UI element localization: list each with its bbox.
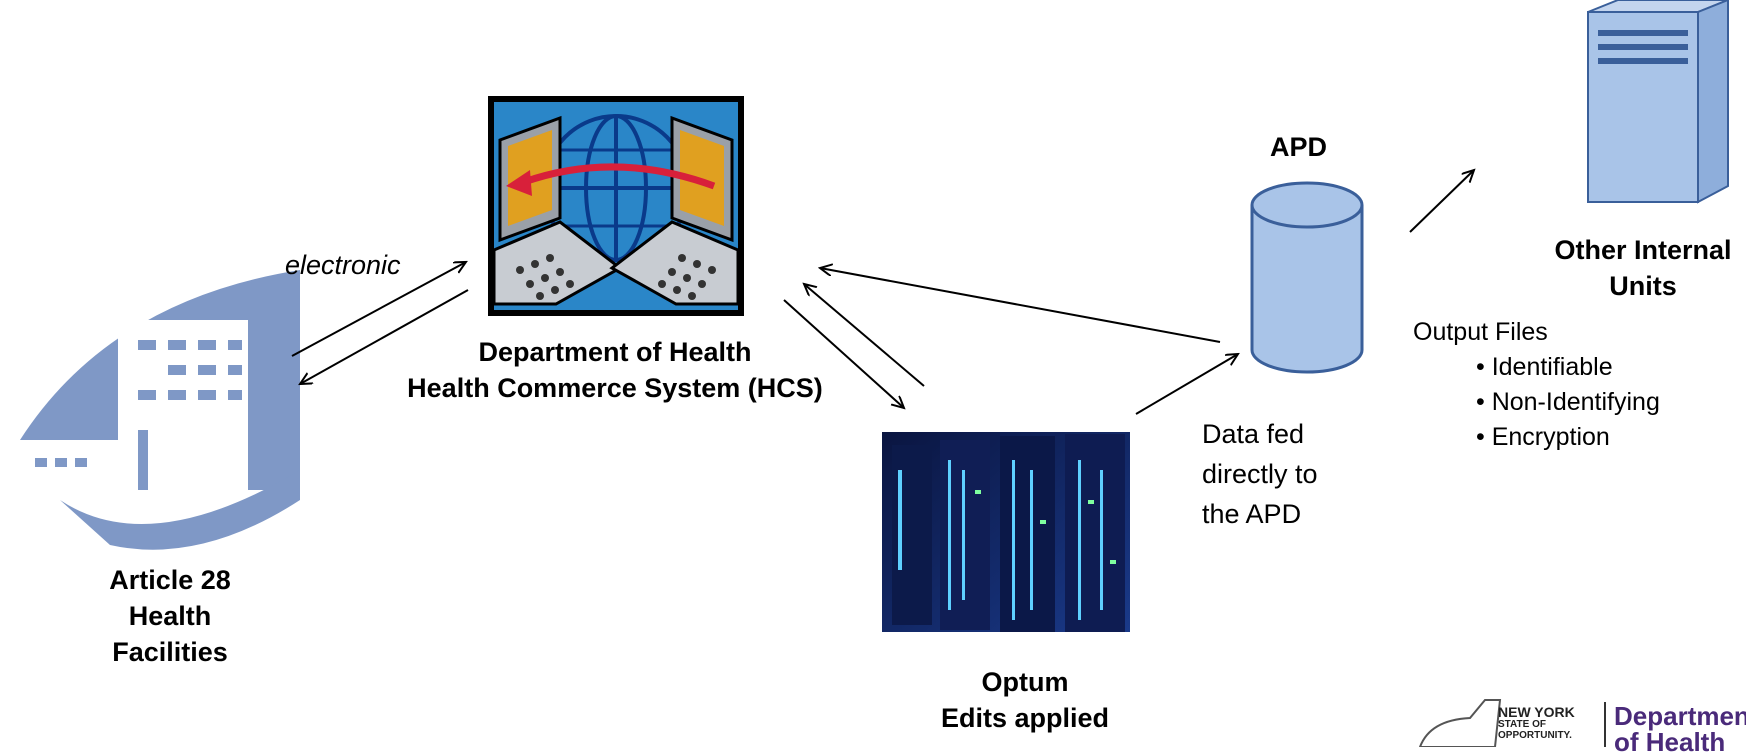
- apd-label: APD: [1270, 132, 1328, 162]
- data-fed-line: Data fed: [1202, 419, 1305, 449]
- logo-ny-line: OPPORTUNITY.: [1498, 730, 1572, 741]
- facilities-label-line: Article 28: [109, 565, 231, 595]
- logo-ny-text: NEW YORK STATE OF OPPORTUNITY.: [1498, 705, 1575, 741]
- optum-label: Optum Edits applied: [880, 664, 1170, 736]
- hcs-label: Department of Health Health Commerce Sys…: [370, 334, 860, 406]
- other-units-line: Units: [1609, 271, 1677, 301]
- arrow-optum-to-hcs: [804, 284, 925, 387]
- server-room-image: [882, 432, 1130, 632]
- logo-dept-line: Department: [1614, 703, 1746, 731]
- logo-ny-line: NEW YORK: [1498, 704, 1575, 720]
- data-fed-label: Data fed directly to the APD: [1202, 414, 1318, 534]
- nys-doh-logo: [1418, 699, 1606, 747]
- arrow-hcs-to-optum: [783, 299, 904, 408]
- arrow-hcs-to-facilities: [300, 289, 469, 384]
- hcs-label-line: Health Commerce System (HCS): [407, 373, 823, 403]
- output-file-item: • Encryption: [1476, 423, 1610, 451]
- facilities-label-line: Facilities: [112, 637, 228, 667]
- hcs-network-icon: [488, 96, 744, 316]
- flow-arrows: [291, 170, 1474, 415]
- logo-ny-line: STATE OF: [1498, 719, 1546, 730]
- server-tower-icon: [1587, 0, 1729, 204]
- arrow-optum-to-apd: [1135, 354, 1238, 415]
- output-file-item: • Identifiable: [1476, 353, 1613, 381]
- logo-dept-text: Department of Health: [1614, 703, 1746, 755]
- hospital-building-icon: [20, 270, 300, 550]
- data-fed-line: directly to: [1202, 459, 1318, 489]
- output-file-item: • Non-Identifying: [1476, 388, 1660, 416]
- optum-label-line: Optum: [981, 667, 1069, 697]
- electronic-label: electronic: [285, 250, 401, 280]
- other-units-line: Other Internal: [1554, 235, 1732, 265]
- other-units-label: Other Internal Units: [1540, 232, 1746, 304]
- apd-database-icon: [1250, 181, 1364, 374]
- hcs-label-line: Department of Health: [478, 337, 752, 367]
- data-fed-line: the APD: [1202, 499, 1302, 529]
- arrow-facilities-to-hcs: [291, 262, 466, 357]
- output-files-title: Output Files: [1413, 318, 1548, 346]
- optum-label-line: Edits applied: [940, 703, 1110, 733]
- arrow-apd-to-hcs: [820, 268, 1221, 343]
- logo-dept-line: of Health: [1614, 727, 1726, 755]
- facilities-label-line: Health: [128, 601, 212, 631]
- arrow-apd-to-units: [1409, 170, 1474, 233]
- facilities-label: Article 28 Health Facilities: [60, 562, 280, 670]
- output-files-list: • Identifiable • Non-Identifying • Encry…: [1476, 350, 1660, 455]
